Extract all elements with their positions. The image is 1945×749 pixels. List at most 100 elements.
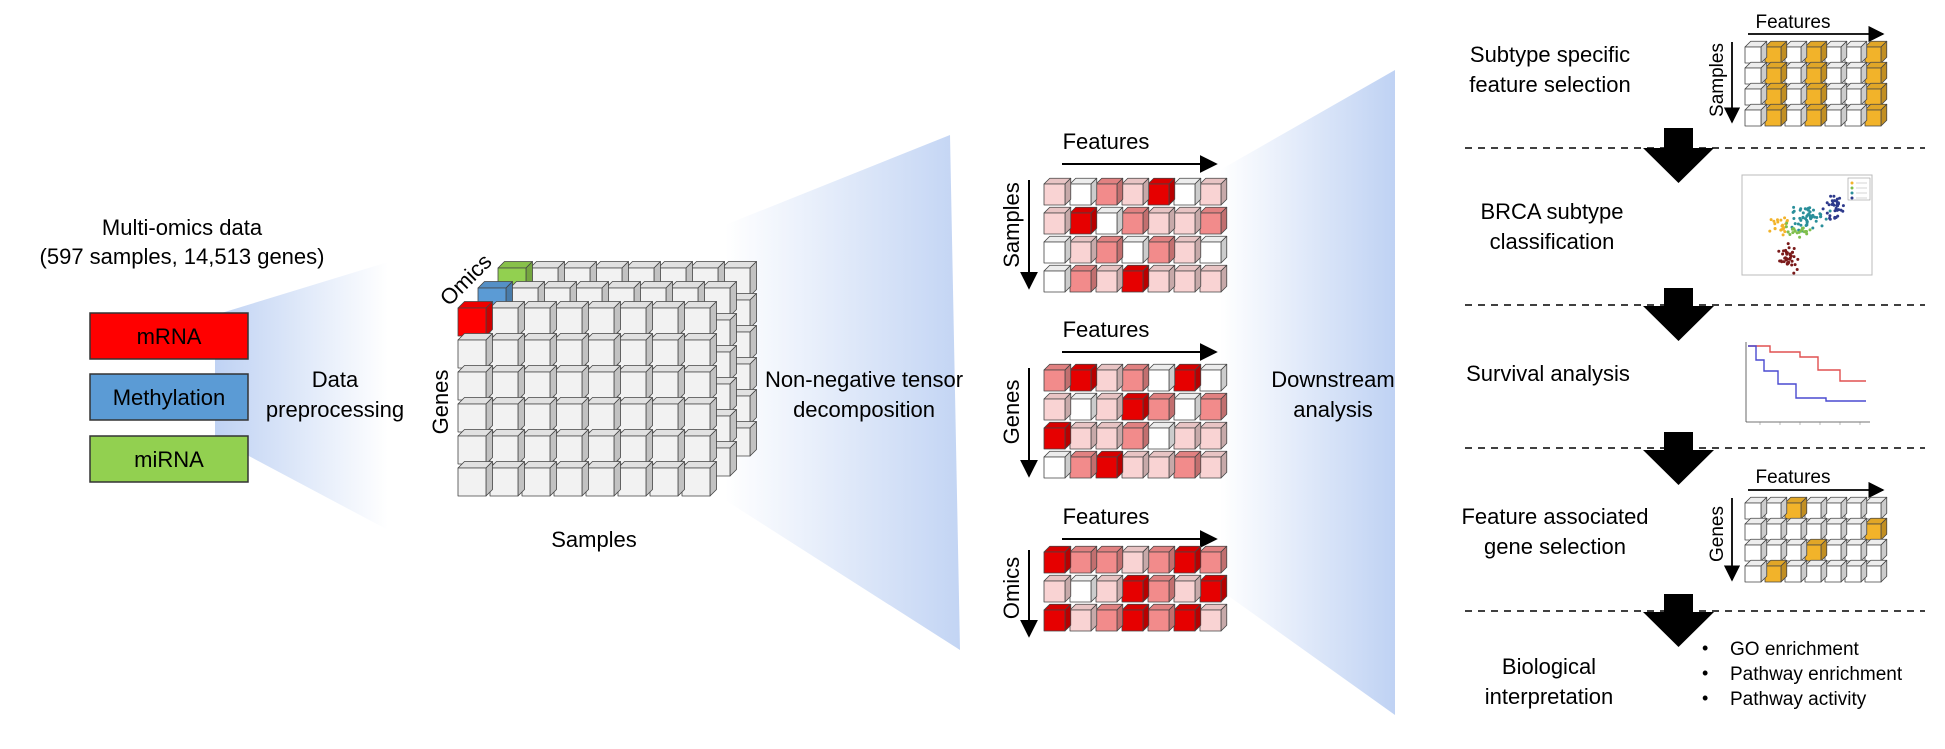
factor-cell xyxy=(1095,603,1124,632)
tensor-cube xyxy=(681,333,717,369)
scatter-point xyxy=(1824,217,1828,221)
bullet-pathway-activity: Pathway activity xyxy=(1730,689,1867,710)
factor-cell xyxy=(1199,421,1228,450)
scatter-point xyxy=(1791,231,1795,235)
cube-side-face xyxy=(517,301,525,337)
tensor-cube xyxy=(553,429,589,465)
cube-front-face xyxy=(1844,88,1862,106)
cube-front-face xyxy=(1199,427,1222,450)
bullet-marker: • xyxy=(1702,688,1708,708)
cube-front-face xyxy=(1121,241,1144,264)
cube-front-face xyxy=(681,435,711,465)
factor-cell xyxy=(1147,264,1176,293)
cube-side-face xyxy=(517,397,525,433)
tensor-cube xyxy=(681,365,717,401)
tensor-cube xyxy=(649,365,685,401)
cube-side-face xyxy=(517,429,525,465)
cube-front-face xyxy=(1804,67,1822,85)
tensor-cube xyxy=(585,397,621,433)
cube-front-face xyxy=(585,339,615,369)
cube-front-face xyxy=(1784,88,1802,106)
cube-side-face xyxy=(709,429,717,465)
cube-front-face xyxy=(521,435,551,465)
omics-label-mirna: miRNA xyxy=(134,447,204,472)
feature-cell xyxy=(1744,103,1768,127)
scatter-point xyxy=(1836,202,1839,206)
scatter-point xyxy=(1837,208,1841,212)
scatter-point xyxy=(1834,206,1838,210)
cube-front-face xyxy=(681,403,711,433)
cube-front-face xyxy=(1095,580,1118,603)
cube-front-face xyxy=(1069,183,1092,206)
cube-front-face xyxy=(1147,270,1170,293)
scatter-point xyxy=(1798,216,1802,220)
cube-front-face xyxy=(649,403,679,433)
factor-cell xyxy=(1043,545,1072,574)
cube-front-face xyxy=(1824,109,1842,127)
factor-cell xyxy=(1147,177,1176,206)
factor-cell xyxy=(1147,450,1176,479)
cube-front-face xyxy=(1121,398,1144,421)
tensor-cube xyxy=(521,301,557,337)
cube-front-face xyxy=(1199,270,1222,293)
cube-side-face xyxy=(581,397,589,433)
gene-cell xyxy=(1744,496,1768,520)
scatter-point xyxy=(1787,246,1791,250)
cube-front-face xyxy=(521,371,551,401)
feature-cell xyxy=(1744,61,1768,85)
factor-omics-side-label: Omics xyxy=(999,557,1024,619)
bullet-go-enrichment: GO enrichment xyxy=(1730,639,1860,660)
factor-cell xyxy=(1069,235,1098,264)
cube-side-face xyxy=(581,333,589,369)
cube-front-face xyxy=(681,339,711,369)
scatter-legend-icon xyxy=(1847,177,1871,201)
scatter-point xyxy=(1773,227,1777,231)
omics-box-mrna xyxy=(89,312,249,360)
scatter-point xyxy=(1796,222,1800,226)
factor-cell xyxy=(1147,574,1176,603)
cube-front-face xyxy=(1069,609,1092,632)
tensor-cube xyxy=(649,333,685,369)
omics-list: mRNA Methylation miRNA xyxy=(89,312,249,483)
scatter-point xyxy=(1819,215,1823,219)
cube-front-face xyxy=(457,467,487,497)
cube-front-face xyxy=(1069,241,1092,264)
cube-front-face xyxy=(681,371,711,401)
scatter-point xyxy=(1781,233,1785,237)
feature-cell xyxy=(1744,40,1768,64)
tensor-cube xyxy=(553,333,589,369)
scatter-point xyxy=(1778,259,1782,263)
scatter-point xyxy=(1808,228,1812,232)
cube-front-face xyxy=(1824,502,1842,520)
cube-side-face xyxy=(749,389,757,425)
cube-front-face xyxy=(1095,609,1118,632)
cube-side-face xyxy=(549,461,557,497)
gene-cell xyxy=(1864,496,1888,520)
tensor-cube xyxy=(457,429,493,465)
cube-front-face xyxy=(1147,427,1170,450)
cube-front-face xyxy=(1824,67,1842,85)
factor-cell xyxy=(1121,264,1150,293)
factor-cell xyxy=(1095,206,1124,235)
step1-label-line2: preprocessing xyxy=(266,397,404,422)
cube-side-face xyxy=(677,301,685,337)
cube-front-face xyxy=(1864,67,1882,85)
feature-cell xyxy=(1804,40,1828,64)
down-arrow-icon xyxy=(1643,594,1714,647)
scatter-point xyxy=(1831,201,1835,205)
feature-selection-matrix: Features Samples xyxy=(1707,12,1888,127)
cube-front-face xyxy=(1199,212,1222,235)
subtype-scatter-thumbnail xyxy=(1741,174,1873,276)
factor-cell xyxy=(1069,264,1098,293)
cube-front-face xyxy=(1199,456,1222,479)
factor-cell xyxy=(1069,177,1098,206)
input-title-line2: (597 samples, 14,513 genes) xyxy=(40,244,325,269)
factor-cell xyxy=(1069,450,1098,479)
factor-cell xyxy=(1173,450,1202,479)
step2-label-line1: Non-negative tensor xyxy=(765,367,963,392)
feature-cell xyxy=(1824,61,1848,85)
factor-cell xyxy=(1043,363,1072,392)
cube-side-face xyxy=(485,301,493,337)
tensor-cube xyxy=(585,333,621,369)
scatter-point xyxy=(1801,216,1805,220)
